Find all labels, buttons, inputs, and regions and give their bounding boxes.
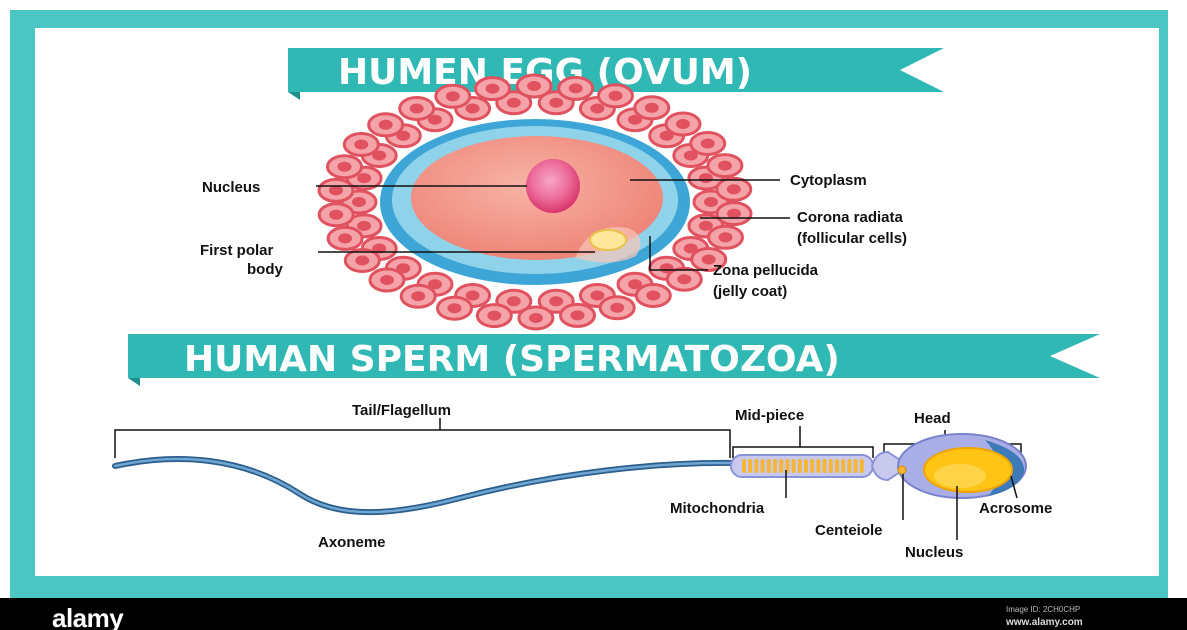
follicle-cell-nucleus	[527, 81, 541, 91]
label-polar-body: body	[247, 261, 283, 278]
nucleus-highlight	[934, 464, 986, 488]
follicle-cell-nucleus	[701, 139, 715, 149]
mitochondrion	[742, 459, 746, 473]
label-tail-flagellum: Tail/Flagellum	[352, 402, 451, 419]
egg-nucleus	[526, 159, 580, 213]
mitochondrion	[847, 459, 851, 473]
mitochondrion	[798, 459, 802, 473]
follicle-cell-nucleus	[699, 221, 713, 231]
follicle-cell-nucleus	[448, 303, 462, 313]
mitochondrion	[823, 459, 827, 473]
sperm-neck	[872, 452, 900, 480]
label-acrosome: Acrosome	[979, 500, 1052, 517]
follicle-cell-nucleus	[410, 104, 424, 114]
label-jelly-coat: (jelly coat)	[713, 283, 787, 300]
label-zona-pellucida: Zona pellucida	[713, 262, 819, 279]
follicle-cell-nucleus	[466, 104, 480, 114]
follicle-cell-nucleus	[507, 98, 521, 108]
follicle-cell-nucleus	[355, 256, 369, 266]
label-mid-piece: Mid-piece	[735, 407, 804, 424]
follicle-cell-nucleus	[486, 84, 500, 94]
follicle-cell-nucleus	[329, 210, 343, 220]
mitochondrion	[748, 459, 752, 473]
follicle-cell-nucleus	[507, 296, 521, 306]
follicle-cell-nucleus	[590, 291, 604, 301]
follicle-cell-nucleus	[569, 83, 583, 93]
follicle-cell-nucleus	[727, 184, 741, 194]
mitochondrion	[810, 459, 814, 473]
follicle-cell-nucleus	[466, 291, 480, 301]
follicle-cell-nucleus	[380, 275, 394, 285]
label-follicular-cells: (follicular cells)	[797, 230, 907, 247]
follicle-cell-nucleus	[549, 296, 563, 306]
mitochondrion	[779, 459, 783, 473]
mid-piece-sheath	[731, 455, 873, 477]
follicle-cell-nucleus	[610, 303, 624, 313]
follicle-cell-nucleus	[529, 313, 543, 323]
follicle-cell-nucleus	[352, 197, 366, 207]
label-head: Head	[914, 410, 951, 427]
mitochondrion	[792, 459, 796, 473]
follicle-cell-nucleus	[487, 311, 501, 321]
follicle-cell-nucleus	[676, 119, 690, 129]
follicle-cell-nucleus	[446, 91, 460, 101]
label-first-polar: First polar	[200, 242, 274, 259]
follicle-cell-nucleus	[338, 162, 352, 172]
follicle-cell-nucleus	[357, 173, 371, 183]
mitochondrion	[841, 459, 845, 473]
mitochondrion	[767, 459, 771, 473]
label-cytoplasm: Cytoplasm	[790, 172, 867, 189]
sperm-illustration	[115, 434, 1026, 512]
follicle-cell-nucleus	[646, 291, 660, 301]
label-corona-radiata: Corona radiata	[797, 209, 904, 226]
follicle-cell-nucleus	[719, 232, 733, 242]
ovum-illustration	[319, 75, 751, 329]
mitochondrion	[860, 459, 864, 473]
label-axoneme: Axoneme	[318, 534, 386, 551]
follicle-cell-nucleus	[609, 91, 623, 101]
mitochondrion	[816, 459, 820, 473]
stock-logo: alamy	[52, 603, 123, 630]
diagram-canvas: HUMEN EGG (OVUM) Nucleus Cytoplasm Coron…	[0, 0, 1187, 598]
label-centeiole: Centeiole	[815, 522, 883, 539]
centriole	[898, 466, 906, 474]
sperm-title: HUMAN SPERM (SPERMATOZOA)	[184, 339, 840, 380]
follicle-cell-nucleus	[329, 185, 343, 195]
follicle-cell-nucleus	[590, 104, 604, 114]
follicle-cell-nucleus	[704, 197, 718, 207]
mitochondrion	[773, 459, 777, 473]
mitochondrion	[804, 459, 808, 473]
first-polar-body	[590, 230, 626, 250]
follicle-cell-nucleus	[549, 98, 563, 108]
follicle-cell-nucleus	[338, 233, 352, 243]
follicle-cell-nucleus	[411, 291, 425, 301]
follicle-cell-nucleus	[354, 140, 368, 150]
mitochondrion	[835, 459, 839, 473]
mitochondrion	[854, 459, 858, 473]
stock-url: www.alamy.com	[1006, 617, 1083, 628]
sperm-title-banner: HUMAN SPERM (SPERMATOZOA)	[128, 334, 1100, 386]
label-sperm-nucleus: Nucleus	[905, 544, 963, 561]
follicle-cell-nucleus	[727, 209, 741, 219]
follicle-cell-nucleus	[718, 161, 732, 171]
mitochondrion	[754, 459, 758, 473]
stock-image-id: Image ID: 2CH0CHP	[1006, 605, 1080, 614]
follicle-cell-nucleus	[357, 221, 371, 231]
follicle-cell-nucleus	[699, 173, 713, 183]
mitochondrion	[829, 459, 833, 473]
label-egg-nucleus: Nucleus	[202, 179, 260, 196]
mitochondrion	[761, 459, 765, 473]
follicle-cell-nucleus	[379, 120, 393, 130]
label-mitochondria: Mitochondria	[670, 500, 765, 517]
follicle-cell-nucleus	[645, 103, 659, 113]
follicle-cell-nucleus	[571, 310, 585, 320]
follicle-cell-nucleus	[677, 274, 691, 284]
